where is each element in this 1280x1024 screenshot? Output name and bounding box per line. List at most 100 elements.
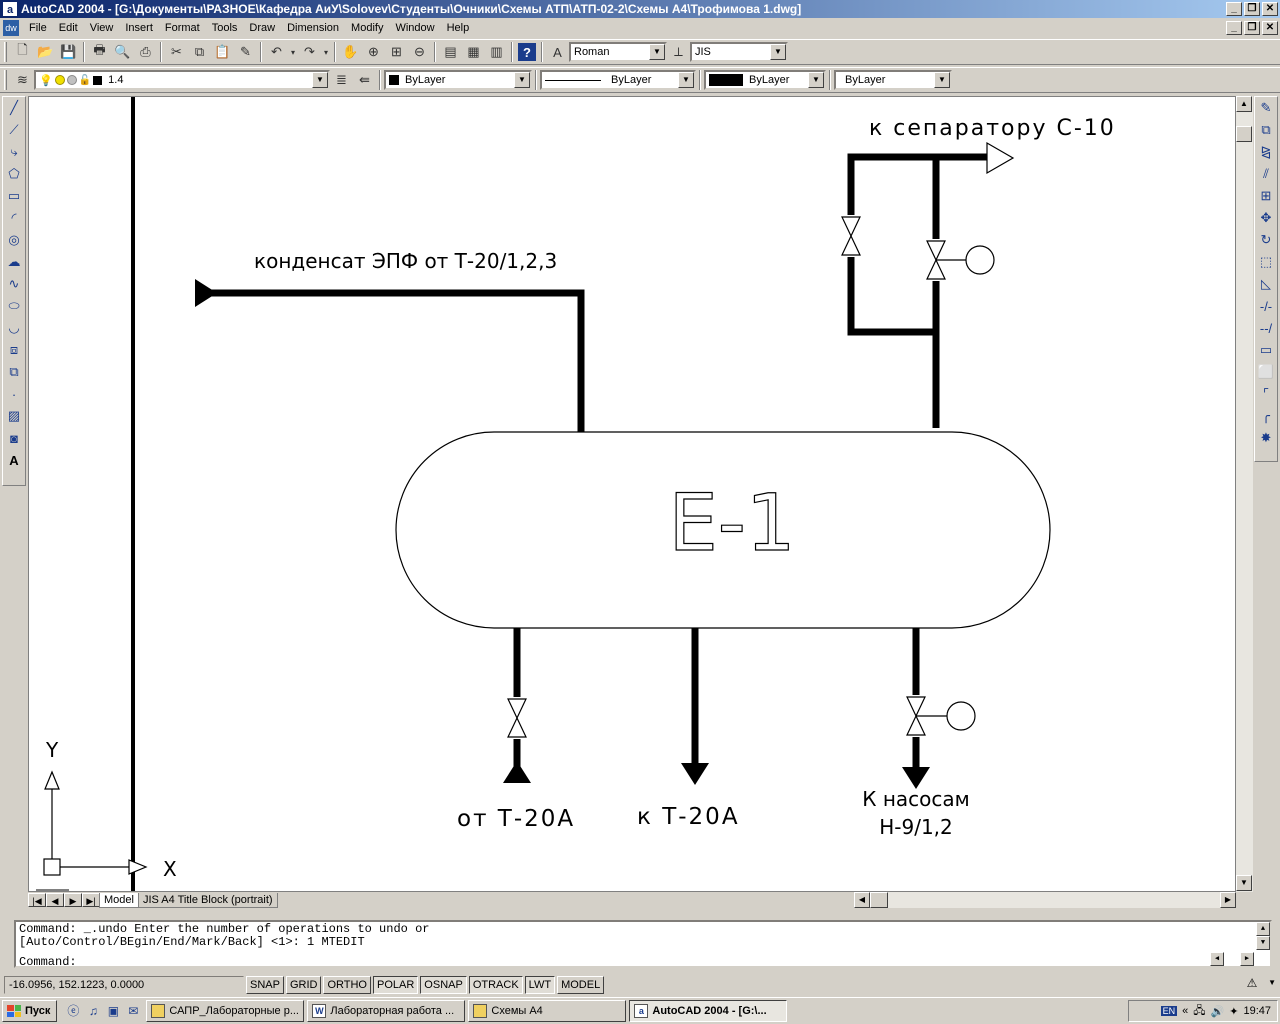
- circle-icon[interactable]: ◎: [8, 232, 20, 247]
- autocad-icon[interactable]: a: [2, 1, 18, 17]
- fillet-icon[interactable]: ╭: [1262, 408, 1270, 423]
- plot-icon[interactable]: 🖶: [93, 42, 106, 57]
- coordinates-readout[interactable]: -16.0956, 152.1223, 0.0000: [4, 976, 244, 994]
- internet-explorer-icon[interactable]: ⓔ: [67, 1004, 80, 1018]
- show-desktop-icon[interactable]: ▣: [107, 1004, 120, 1018]
- menu-help[interactable]: Help: [446, 22, 470, 34]
- grid-toggle[interactable]: GRID: [285, 976, 322, 994]
- chevron-down-icon[interactable]: ▼: [808, 72, 824, 88]
- volume-icon[interactable]: 🔊: [1210, 1005, 1225, 1018]
- pump-control-valve[interactable]: [906, 695, 976, 737]
- arc-icon[interactable]: ◜: [11, 210, 17, 225]
- region-icon[interactable]: ◙: [10, 430, 18, 446]
- minimize-button[interactable]: _: [1226, 2, 1242, 16]
- dim-style-combo[interactable]: JIS ▼: [690, 42, 788, 62]
- make-layer-current-icon[interactable]: ≣: [336, 72, 347, 87]
- hatch-icon[interactable]: ▨: [7, 408, 21, 423]
- otrack-toggle[interactable]: OTRACK: [468, 976, 523, 994]
- cmd-scroll-down-icon[interactable]: ▼: [1256, 936, 1270, 950]
- plot-style-combo[interactable]: ByLayer ▼: [834, 70, 952, 90]
- scroll-right-icon[interactable]: ▶: [1220, 892, 1236, 908]
- doc-close-button[interactable]: ✕: [1262, 21, 1278, 35]
- drawing-canvas[interactable]: Е-1 конденсат ЭПФ от Т-20/1,2,3 к сепара…: [28, 96, 1236, 892]
- model-toggle[interactable]: MODEL: [557, 976, 605, 994]
- open-icon[interactable]: 📂: [37, 44, 54, 59]
- chevron-down-icon[interactable]: ▼: [934, 72, 950, 88]
- cmd-scroll-up-icon[interactable]: ▲: [1256, 922, 1270, 936]
- polar-toggle[interactable]: POLAR: [373, 976, 419, 994]
- network-icon[interactable]: 🖧: [1193, 1004, 1206, 1017]
- text-style-combo[interactable]: Roman ▼: [569, 42, 667, 62]
- from-t20a-valve[interactable]: [507, 697, 527, 739]
- polygon-icon[interactable]: ⬠: [8, 166, 20, 181]
- command-prompt[interactable]: Command:: [19, 955, 77, 969]
- multiline-text-icon[interactable]: A: [9, 452, 19, 468]
- chevron-down-icon[interactable]: ▼: [649, 44, 665, 60]
- close-button[interactable]: ✕: [1262, 2, 1278, 16]
- menu-draw[interactable]: Draw: [249, 22, 276, 34]
- menu-file[interactable]: File: [29, 22, 47, 34]
- tray-expand-icon[interactable]: «: [1182, 1005, 1189, 1017]
- taskbar-button-folder-schemes[interactable]: Схемы А4: [468, 1000, 627, 1022]
- make-block-icon[interactable]: ⧉: [9, 364, 19, 379]
- linetype-combo[interactable]: ByLayer ▼: [540, 70, 696, 90]
- snap-toggle[interactable]: SNAP: [246, 976, 284, 994]
- tool-palettes-icon[interactable]: ▥: [490, 44, 503, 59]
- layer-combo[interactable]: 💡 🔓 1.4 ▼: [34, 70, 330, 90]
- copy-icon[interactable]: ⧉: [194, 44, 205, 59]
- lineweight-combo[interactable]: ByLayer ▼: [704, 70, 826, 90]
- menu-window[interactable]: Window: [395, 22, 435, 34]
- scroll-thumb[interactable]: [1236, 126, 1252, 142]
- copy-object-icon[interactable]: ⧉: [1261, 122, 1271, 137]
- taskbar-button-word[interactable]: W Лабораторная работа ...: [307, 1000, 466, 1022]
- toolbar-grip[interactable]: [4, 42, 7, 62]
- rectangle-icon[interactable]: ▭: [7, 188, 21, 203]
- undo-dropdown-icon[interactable]: ▾: [290, 47, 295, 57]
- ortho-toggle[interactable]: ORTHO: [323, 976, 371, 994]
- spline-icon[interactable]: ∿: [8, 276, 20, 291]
- outlet-control-valve[interactable]: [926, 239, 995, 281]
- trim-icon[interactable]: -/-: [1259, 298, 1273, 314]
- language-indicator[interactable]: EN: [1160, 1006, 1178, 1016]
- zoom-window-icon[interactable]: ⊞: [391, 44, 402, 59]
- array-icon[interactable]: ⊞: [1260, 188, 1272, 203]
- revision-cloud-icon[interactable]: ☁: [7, 254, 21, 269]
- chevron-down-icon[interactable]: ▼: [514, 72, 530, 88]
- paste-icon[interactable]: 📋: [214, 44, 231, 59]
- scroll-left-icon[interactable]: ◀: [854, 892, 870, 908]
- scale-icon[interactable]: ⬚: [1259, 254, 1273, 269]
- dim-style-icon[interactable]: ⟂: [674, 44, 683, 59]
- restore-button[interactable]: ❐: [1244, 2, 1260, 16]
- taskbar-button-folder-labs[interactable]: САПР_Лабораторные р...: [146, 1000, 305, 1022]
- cut-icon[interactable]: ✂: [171, 44, 182, 59]
- plot-preview-icon[interactable]: 🔍: [114, 44, 131, 59]
- publish-icon[interactable]: ⎙: [140, 44, 151, 59]
- next-tab-icon[interactable]: ▶: [64, 893, 82, 907]
- ellipse-arc-icon[interactable]: ◡: [8, 320, 20, 335]
- tab-jis-a4[interactable]: JIS A4 Title Block (portrait): [137, 892, 278, 908]
- layer-manager-icon[interactable]: ≋: [17, 72, 28, 87]
- insert-block-icon[interactable]: ⧈: [9, 342, 19, 357]
- match-properties-icon[interactable]: ✎: [240, 44, 251, 59]
- menu-tools[interactable]: Tools: [211, 22, 238, 34]
- menu-edit[interactable]: Edit: [58, 22, 78, 34]
- design-center-icon[interactable]: ▦: [467, 44, 480, 59]
- help-icon[interactable]: ?: [518, 43, 536, 61]
- mirror-icon[interactable]: ⧎: [1260, 144, 1272, 159]
- polyline-icon[interactable]: ⤷: [10, 144, 18, 159]
- doc-minimize-button[interactable]: _: [1226, 21, 1242, 35]
- erase-icon[interactable]: ✎: [1260, 100, 1272, 115]
- redo-icon[interactable]: ↷: [304, 44, 315, 59]
- save-icon[interactable]: 💾: [60, 44, 77, 59]
- line-icon[interactable]: ╱: [10, 100, 18, 115]
- cmd-scroll-right-icon[interactable]: ▶: [1240, 952, 1254, 966]
- menu-insert[interactable]: Insert: [125, 22, 153, 34]
- redo-dropdown-icon[interactable]: ▾: [323, 47, 328, 57]
- extend-icon[interactable]: --/: [1259, 320, 1273, 336]
- construction-line-icon[interactable]: ⟋: [9, 122, 19, 137]
- taskbar-button-autocad[interactable]: a AutoCAD 2004 - [G:\...: [629, 1000, 788, 1022]
- last-tab-icon[interactable]: ▶|: [82, 893, 100, 907]
- cmd-scroll-left-icon[interactable]: ◀: [1210, 952, 1224, 966]
- move-icon[interactable]: ✥: [1260, 210, 1272, 225]
- properties-icon[interactable]: ▤: [444, 44, 457, 59]
